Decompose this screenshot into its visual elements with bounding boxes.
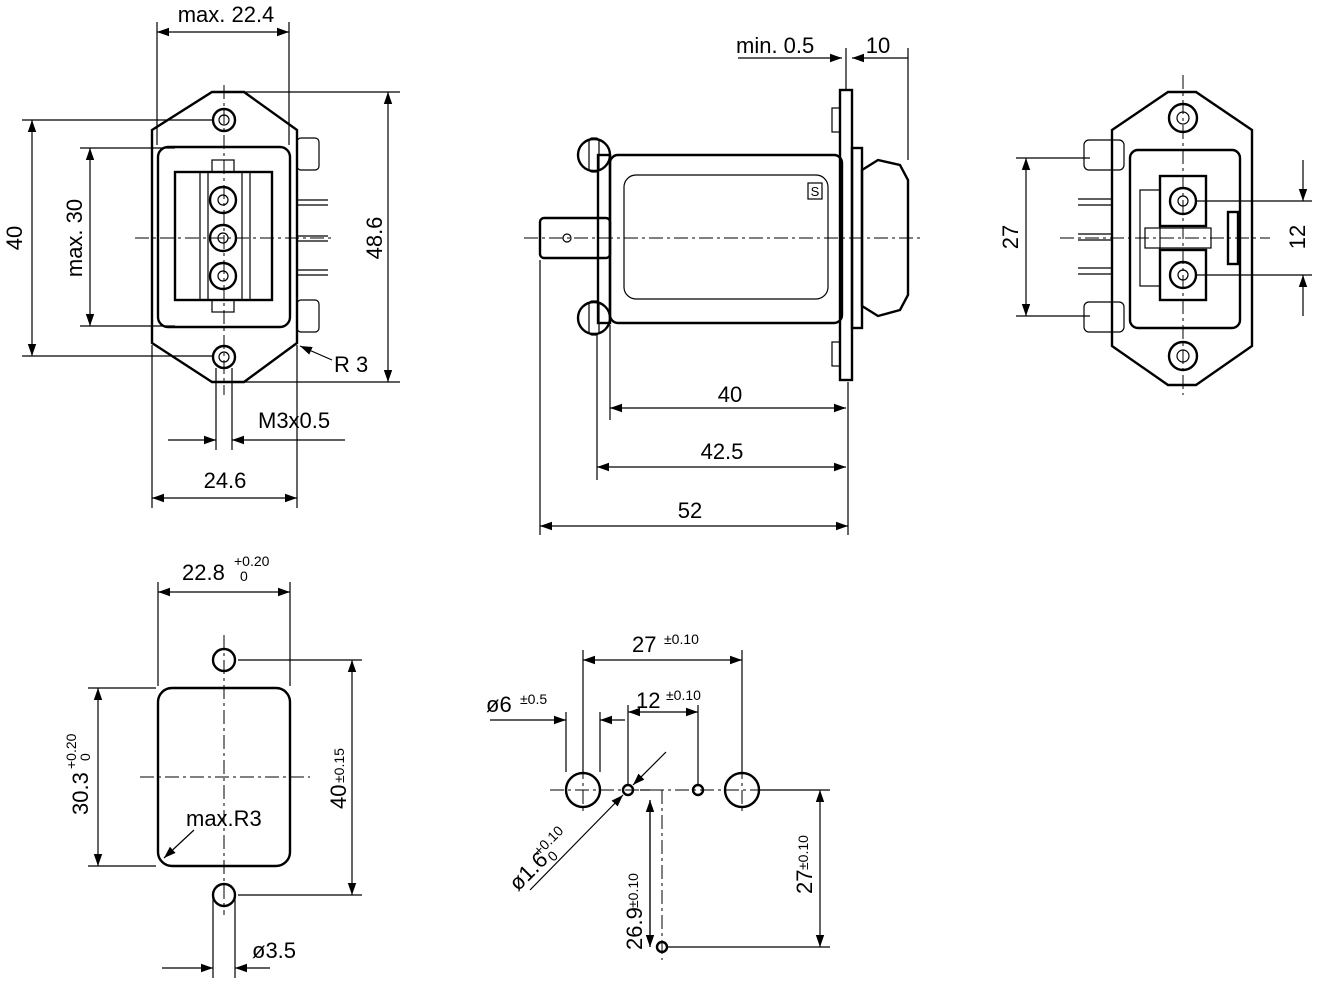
rear-side-pins (1078, 139, 1125, 333)
front-terminal-screws (208, 185, 238, 291)
side-label-area (623, 174, 829, 300)
side-flange-nut-bottom (831, 341, 841, 367)
rear-spacing-27-label: 27 (998, 225, 1023, 249)
cutout-hole-spacing-label: 40 (326, 785, 351, 809)
rear-spacing-12-label: 12 (1285, 225, 1310, 249)
side-len-42-5-label: 42.5 (701, 439, 744, 464)
side-view: S min. 0.5 10 40 42.5 52 (524, 33, 920, 535)
front-thread-label: M3x0.5 (258, 408, 330, 433)
cutout-hole-spacing-group: 40 ±0.15 (326, 748, 351, 809)
rear-flange-outline (1110, 90, 1254, 387)
panel-cutout: 22.8 +0.20 0 30.3 +0.20 0 40 ±0.15 max.R… (63, 553, 362, 978)
side-len-40-label: 40 (718, 382, 742, 407)
front-connector-tab-top (211, 159, 235, 173)
pcb-large-hole-label: ø6 (486, 692, 512, 717)
pcb-offset-tol: ±0.10 (625, 873, 641, 908)
side-connector-body (860, 158, 910, 318)
pcb-small-hole-label-group: ø1.6 +0.10 0 (504, 822, 567, 895)
side-logo-box (807, 182, 823, 200)
front-side-pins (296, 137, 328, 333)
front-height-max30-label: max. 30 (62, 199, 87, 277)
front-height-40-label: 40 (2, 226, 27, 250)
pcb-span-tol: ±0.10 (664, 631, 699, 647)
cutout-height-label: 30.3 (68, 772, 93, 815)
pcb-layout: 27 ±0.10 ø6 ±0.5 12 ±0.10 ø1.6 +0.10 0 2… (486, 631, 830, 960)
cutout-width-tol-lower: 0 (240, 568, 248, 584)
cutout-hole-spacing-tol: ±0.15 (331, 748, 347, 783)
pcb-pitch-label: 12 (636, 688, 660, 713)
rear-body (1128, 148, 1242, 330)
cutout-hole-diameter-label: ø3.5 (252, 938, 296, 963)
pcb-offset-label: 26.9 (622, 907, 647, 950)
cutout-radius-label: max.R3 (186, 806, 262, 831)
front-width-24-6-label: 24.6 (204, 468, 247, 493)
side-housing (608, 153, 844, 325)
pcb-offset-label-group: 26.9 ±0.10 (622, 873, 647, 950)
side-flange-nut-top (831, 107, 841, 133)
pcb-vertical-label-group: 27 ±0.10 (792, 835, 817, 894)
side-len-52-label: 52 (678, 498, 702, 523)
pcb-large-hole-tol: ±0.5 (520, 691, 547, 707)
pcb-span-label-group: 27 (632, 632, 656, 657)
rear-view: 27 12 (998, 75, 1312, 395)
side-screw-bottom (576, 300, 612, 336)
cutout-height-tol-upper: +0.20 (63, 733, 79, 769)
front-height-48-6-label: 48.6 (362, 217, 387, 260)
front-connector-tab-bottom (211, 299, 235, 313)
cutout-height-label-group: 30.3 +0.20 0 (63, 733, 93, 815)
pcb-vertical-tol: ±0.10 (795, 835, 811, 870)
side-terminal-strip (596, 153, 612, 325)
pcb-pitch-tol: ±0.10 (666, 687, 701, 703)
pcb-span-label: 27 (632, 632, 656, 657)
front-view: max. 22.4 40 max. 30 48.6 R 3 M3x0.5 24.… (2, 2, 400, 508)
side-logo-letter: S (811, 184, 820, 199)
side-depth-10-label: 10 (866, 33, 890, 58)
cutout-width-label: 22.8 (182, 560, 225, 585)
pcb-vertical-label: 27 (792, 870, 817, 894)
side-screw-top (576, 137, 612, 173)
side-min-gap-label: min. 0.5 (736, 33, 814, 58)
front-width-max-label: max. 22.4 (178, 2, 275, 27)
cutout-width-tol-upper: +0.20 (234, 553, 270, 569)
cutout-height-tol-lower: 0 (77, 753, 93, 761)
front-radius-label: R 3 (334, 352, 368, 377)
